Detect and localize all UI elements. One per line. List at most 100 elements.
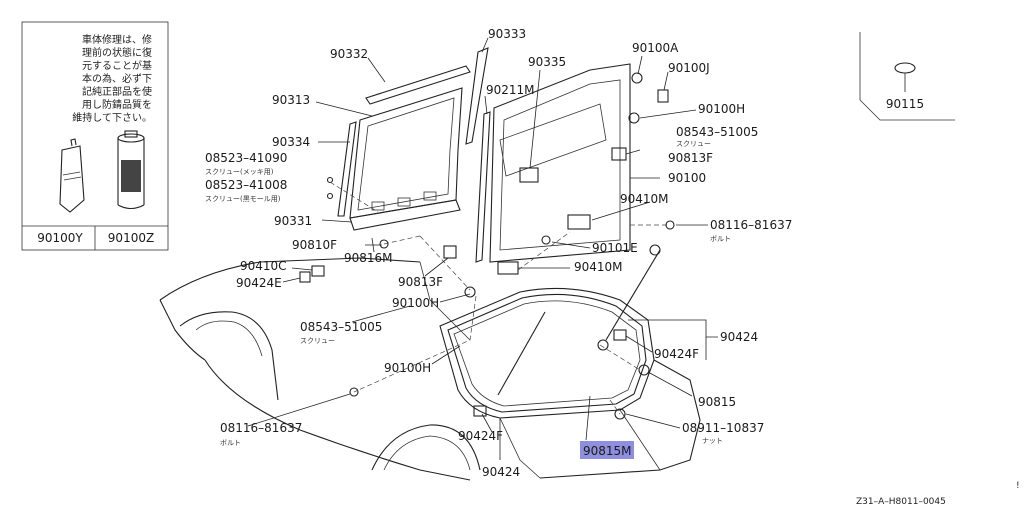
sublabel-08523-a: スクリュー(メッキ用) (205, 168, 274, 176)
notice-line-6: 用し防錆品質を (82, 98, 152, 111)
label-08523-a: 08523–41090 (205, 151, 287, 165)
label-08523-b: 08523–41008 (205, 178, 287, 192)
plug-90100H-mid (464, 286, 476, 298)
moulding-90332 (365, 65, 471, 105)
label-08116-bot: 08116–81637 (220, 421, 302, 435)
lock-90410M (497, 261, 519, 275)
bolt-08116-bot (349, 387, 359, 397)
label-90115: 90115 (886, 97, 924, 111)
sublabel-08543-top: スクリュー (676, 140, 711, 148)
sublabel-08116-top: ボルト (710, 235, 731, 243)
label-90100J: 90100J (668, 61, 710, 75)
stopper-90410C (311, 265, 325, 277)
roof-line (159, 257, 421, 301)
label-90424F-low: 90424F (458, 429, 503, 443)
label-90211M: 90211M (486, 83, 535, 97)
sealer-tube-icon (59, 138, 85, 213)
lower-body-line (204, 359, 471, 481)
clip-90101E (541, 235, 551, 245)
label-90410C: 90410C (240, 259, 287, 273)
label-90424-right: 90424 (720, 330, 758, 344)
highlight-90815M (580, 441, 634, 459)
hinge-90410M (567, 214, 591, 230)
notice-line-5: 記純正部品を使 (82, 85, 152, 98)
bracket-90424F-right (613, 329, 627, 341)
sublabel-08116-bot: ボルト (220, 439, 241, 447)
notice-part-left: 90100Y (37, 231, 83, 245)
notice-line-4: 本の為、必ず下 (82, 72, 152, 85)
spray-can-icon (117, 130, 145, 210)
footer-mark: ! (1016, 481, 1020, 491)
label-90813F-top: 90813F (668, 151, 713, 165)
notice-line-3: 元することが基 (82, 59, 152, 72)
label-90424-bottom: 90424 (482, 465, 520, 479)
label-08543-top: 08543–51005 (676, 125, 758, 139)
notice-line-7: 維持して下さい。 (72, 111, 152, 124)
label-90815M: 90815M (583, 444, 632, 458)
label-90816M: 90816M (344, 251, 393, 265)
moulding-90331 (349, 199, 461, 231)
plug-90100H-top (628, 112, 640, 124)
clip-90100A (631, 72, 643, 84)
car-body (159, 244, 701, 481)
label-90101E: 90101E (592, 241, 638, 255)
label-90815: 90815 (698, 395, 736, 409)
clip-90100J (657, 89, 669, 103)
wheel-arch-rear (371, 424, 481, 471)
leader-lines (247, 37, 718, 460)
sublabel-08911: ナット (702, 437, 723, 445)
label-90100A: 90100A (632, 41, 679, 55)
label-90100: 90100 (668, 171, 706, 185)
label-90810F: 90810F (292, 238, 337, 252)
rear-panel (539, 359, 701, 479)
label-90100H-low: 90100H (384, 361, 431, 375)
notice-part-right: 90100Z (108, 231, 154, 245)
label-08543-bot: 08543–51005 (300, 320, 382, 334)
moulding-90334 (337, 121, 357, 217)
bracket-90424F-low (473, 405, 487, 417)
bracket-90813F-mid (443, 245, 457, 259)
hardware-group (299, 72, 675, 420)
sublabel-08543-bot: スクリュー (300, 337, 335, 345)
bolt-08116-top (665, 220, 675, 230)
label-90333: 90333 (488, 27, 526, 41)
nut-08911 (614, 408, 626, 420)
label-90410M-mid: 90410M (574, 260, 623, 274)
gas-strut-left (497, 311, 546, 396)
glass-90313 (349, 87, 463, 219)
spray-can-label (121, 160, 141, 192)
assembly-lines (329, 181, 670, 415)
grommet-90815 (638, 364, 650, 376)
part-labels: 90333 90332 90335 90100A 90100J 90313 90… (205, 27, 792, 479)
hatch-glass-group (326, 47, 491, 263)
clip-90810F (379, 239, 389, 249)
cushion-90424E (299, 271, 311, 283)
label-90331: 90331 (274, 214, 312, 228)
label-90332: 90332 (330, 47, 368, 61)
label-90813F-mid: 90813F (398, 275, 443, 289)
label-90410M-top: 90410M (620, 192, 669, 206)
notice-line-2: 理前の状態に復 (82, 46, 152, 59)
label-90335: 90335 (528, 55, 566, 69)
bracket-90813F-top (611, 147, 627, 161)
label-90100H-top: 90100H (698, 102, 745, 116)
strip-90211M (475, 111, 491, 263)
wheel-arch-front (179, 311, 279, 401)
notice-line-1: 車体修理は、修 (82, 33, 152, 46)
inset-90115: 90115 (859, 32, 955, 121)
hatch-opening (439, 287, 655, 419)
label-90334: 90334 (272, 135, 310, 149)
label-08116-top: 08116–81637 (710, 218, 792, 232)
label-90313: 90313 (272, 93, 310, 107)
diagram-code: Z31–A–H8011–0045 (856, 497, 946, 507)
label-90424F-right: 90424F (654, 347, 699, 361)
label-08911: 08911–10837 (682, 421, 764, 435)
sublabel-08523-b: スクリュー(黒モール用) (205, 195, 281, 203)
inset-frame (859, 32, 955, 121)
latch-90335 (519, 167, 539, 183)
label-90100H-mid: 90100H (392, 296, 439, 310)
gas-strut-right (605, 249, 661, 341)
label-90424E: 90424E (236, 276, 282, 290)
